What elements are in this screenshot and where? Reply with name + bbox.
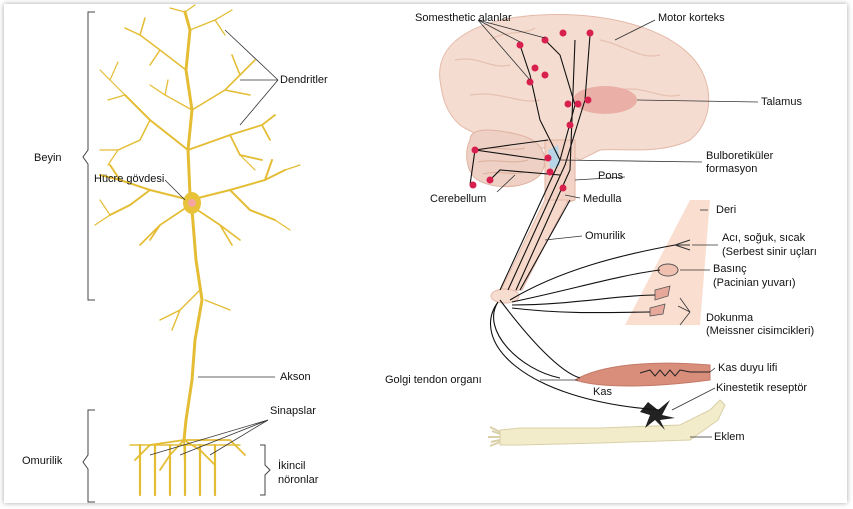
spinal-cord xyxy=(500,200,568,292)
thalamus xyxy=(573,86,637,114)
label-akson: Akson xyxy=(280,371,311,384)
label-omurilik-right: Omurilik xyxy=(585,230,625,243)
bracket-ikincil xyxy=(260,445,270,495)
apical-dendrite xyxy=(185,12,192,195)
bracket-beyin xyxy=(83,12,95,300)
neuron xyxy=(95,5,300,495)
label-aci-2: (Serbest sinir uçları xyxy=(722,246,817,259)
label-talamus: Talamus xyxy=(761,96,802,109)
label-medulla: Medulla xyxy=(583,193,622,206)
arm-bone xyxy=(500,400,725,445)
nucleus xyxy=(188,199,196,207)
label-dendritler: Dendritler xyxy=(280,74,328,87)
pacinian xyxy=(658,264,678,276)
muscle xyxy=(575,363,710,386)
label-bulbo-1: Bulboretiküler xyxy=(706,150,773,163)
label-beyin: Beyin xyxy=(34,152,62,165)
bracket-omurilik xyxy=(83,410,95,502)
label-pons: Pons xyxy=(598,170,623,183)
skin-strip xyxy=(625,200,710,325)
label-bulbo-2: formasyon xyxy=(706,163,757,176)
neuron-pointers xyxy=(150,30,278,455)
label-omurilik-left: Omurilik xyxy=(22,455,62,468)
label-kas: Kas xyxy=(593,386,612,399)
label-dokunma-2: (Meissner cisimcikleri) xyxy=(706,325,814,338)
label-dokunma-1: Dokunma xyxy=(706,312,753,325)
label-deri: Deri xyxy=(716,204,736,217)
label-eklem: Eklem xyxy=(714,431,745,444)
label-basinc-1: Basınç xyxy=(713,263,747,276)
label-golgi: Golgi tendon organı xyxy=(385,374,482,387)
label-aci-1: Acı, soğuk, sıcak xyxy=(722,232,805,245)
axon xyxy=(184,210,202,440)
label-ikincil-1: İkincil xyxy=(278,460,306,473)
label-motor-korteks: Motor korteks xyxy=(658,12,725,25)
label-kas-duyu: Kas duyu lifi xyxy=(718,362,777,375)
label-kinestetik: Kinestetik reseptör xyxy=(716,382,807,395)
label-somesthetic: Somesthetic alanlar xyxy=(415,12,512,25)
label-cerebellum: Cerebellum xyxy=(430,193,486,206)
label-hucre-govdesi: Hücre gövdesi xyxy=(94,173,164,186)
label-basinc-2: (Pacinian yuvarı) xyxy=(713,277,796,290)
label-sinapslar: Sinapslar xyxy=(270,405,316,418)
label-ikincil-2: nöronlar xyxy=(278,474,318,487)
